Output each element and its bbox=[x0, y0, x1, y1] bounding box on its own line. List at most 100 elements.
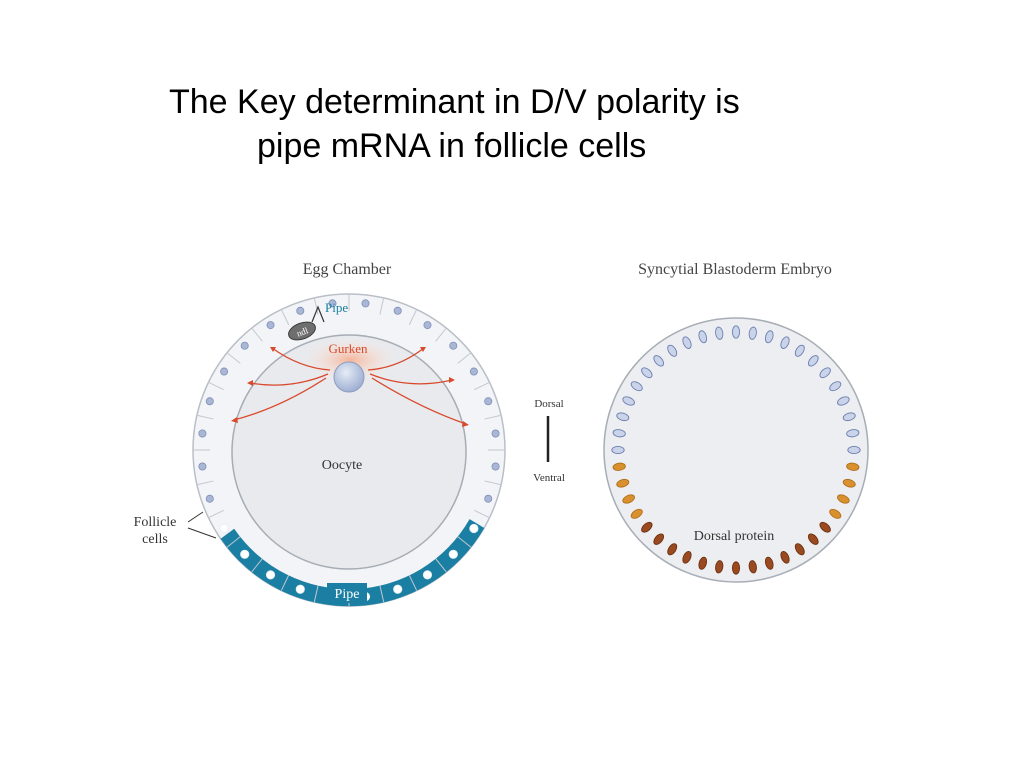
embryo-nucleus bbox=[612, 462, 626, 471]
embryo-outline bbox=[603, 317, 869, 583]
embryo-nucleus bbox=[698, 556, 708, 570]
embryo-nucleus bbox=[682, 551, 692, 564]
embryo-nucleus bbox=[667, 344, 678, 357]
embryo-nucleus bbox=[807, 533, 819, 545]
axis-dorsal-label: Dorsal bbox=[534, 398, 563, 410]
gurken-label: Gurken bbox=[329, 341, 368, 356]
follicle-cell-wall bbox=[408, 575, 418, 591]
embryo-nucleus bbox=[611, 445, 625, 455]
gurken-arrowheads bbox=[231, 347, 469, 427]
follicle-cell-wall bbox=[435, 327, 447, 342]
dv-axis: Dorsal Ventral bbox=[533, 398, 565, 484]
follicle-nuclei bbox=[198, 299, 500, 602]
follicle-nucleus bbox=[240, 549, 250, 559]
follicle-cell-wall bbox=[251, 327, 263, 342]
embryo-nucleus bbox=[794, 543, 805, 556]
axis-ventral-label: Ventral bbox=[533, 472, 565, 484]
embryo-nucleus bbox=[764, 556, 774, 570]
embryo-nucleus bbox=[698, 330, 708, 344]
embryo-nucleus bbox=[715, 326, 724, 340]
embryo-nucleus bbox=[842, 478, 856, 488]
embryo-nucleus bbox=[630, 508, 643, 519]
gurken-arrows bbox=[233, 347, 467, 425]
follicle-nucleus bbox=[484, 494, 493, 503]
follicle-nucleus bbox=[491, 462, 500, 471]
follicle-cell-wall bbox=[484, 414, 502, 420]
follicle-cell-wall bbox=[251, 558, 263, 573]
follicle-nucleus bbox=[198, 429, 207, 438]
follicle-nucleus bbox=[328, 299, 337, 308]
follicle-cell-wall bbox=[196, 414, 214, 420]
follicle-cell-wall bbox=[208, 509, 224, 519]
follicle-cell-wall bbox=[408, 309, 418, 325]
embryo-nucleus bbox=[682, 336, 692, 349]
ventral-follicle-cells bbox=[220, 519, 485, 607]
follicle-nucleus bbox=[220, 367, 229, 376]
follicle-nucleus bbox=[422, 570, 433, 580]
embryo-nucleus bbox=[641, 521, 653, 533]
follicle-label-line1: Follicle bbox=[134, 515, 177, 530]
follicle-nucleus bbox=[219, 523, 229, 534]
follicle-nucleus bbox=[266, 321, 275, 330]
embryo-nucleus bbox=[748, 326, 757, 340]
follicle-nucleus bbox=[205, 494, 214, 503]
ndl-label: ndl bbox=[295, 325, 310, 339]
embryo-nuclei bbox=[611, 325, 861, 575]
embryo-nucleus bbox=[829, 381, 842, 392]
embryo-nucleus bbox=[846, 462, 860, 471]
embryo-nucleus bbox=[653, 355, 665, 367]
follicle-nucleus bbox=[361, 299, 370, 308]
follicle-cell-wall bbox=[313, 297, 319, 315]
embryo-nucleus bbox=[612, 429, 626, 438]
embryo-heading: Syncytial Blastoderm Embryo bbox=[638, 261, 832, 278]
follicle-cell-wall bbox=[226, 352, 241, 364]
follicle-nucleus bbox=[484, 397, 493, 406]
embryo-nucleus bbox=[641, 367, 653, 379]
embryo-nucleus bbox=[731, 561, 741, 575]
follicle-cell-wall bbox=[484, 480, 502, 486]
follicle-nucleus bbox=[469, 367, 478, 376]
oocyte-nucleus bbox=[333, 361, 365, 393]
embryo: Syncytial Blastoderm Embryo Dorsal prote… bbox=[603, 261, 869, 583]
dorsal-protein-label: Dorsal protein bbox=[694, 529, 774, 544]
embryo-nucleus bbox=[842, 412, 856, 422]
embryo-nucleus bbox=[807, 355, 819, 367]
embryo-nucleus bbox=[731, 325, 741, 339]
follicle-nucleus bbox=[205, 397, 214, 406]
embryo-nucleus bbox=[819, 367, 831, 379]
embryo-nucleus bbox=[847, 445, 861, 455]
embryo-nucleus bbox=[780, 336, 790, 349]
title-line-2: pipe mRNA in follicle cells bbox=[257, 127, 647, 165]
oocyte-label: Oocyte bbox=[322, 458, 362, 473]
follicle-cell-wall bbox=[280, 575, 290, 591]
follicle-cell-wall bbox=[226, 536, 241, 548]
follicle-label-line2: cells bbox=[142, 532, 168, 547]
embryo-nucleus bbox=[748, 560, 757, 574]
pipe-bottom-label: Pipe bbox=[335, 587, 360, 602]
follicle-cell-wall bbox=[435, 558, 447, 573]
follicle-nucleus bbox=[240, 341, 249, 350]
embryo-nucleus bbox=[846, 429, 860, 438]
pipe-bottom-box bbox=[327, 583, 367, 603]
gurken-signal bbox=[302, 338, 398, 382]
embryo-nucleus bbox=[837, 396, 850, 406]
follicle-nucleus bbox=[393, 584, 403, 594]
embryo-nucleus bbox=[622, 396, 635, 406]
follicle-nucleus bbox=[295, 584, 305, 594]
embryo-nucleus bbox=[616, 478, 630, 488]
egg-chamber-heading: Egg Chamber bbox=[303, 261, 392, 278]
follicle-cell-wall bbox=[280, 309, 290, 325]
follicle-cell-wall bbox=[379, 297, 385, 315]
embryo-nucleus bbox=[667, 543, 678, 556]
follicle-nucleus bbox=[393, 306, 402, 315]
oocyte bbox=[231, 334, 467, 570]
embryo-nucleus bbox=[837, 494, 850, 504]
egg-chamber: Egg Chamber Gurken bbox=[134, 261, 506, 607]
follicle-nucleus bbox=[448, 549, 458, 559]
follicle-cell-wall bbox=[379, 585, 385, 603]
follicle-cell-walls bbox=[193, 294, 505, 606]
follicle-nucleus bbox=[449, 341, 458, 350]
follicle-cell-wall bbox=[457, 536, 472, 548]
embryo-nucleus bbox=[780, 551, 790, 564]
follicle-nucleus bbox=[423, 321, 432, 330]
